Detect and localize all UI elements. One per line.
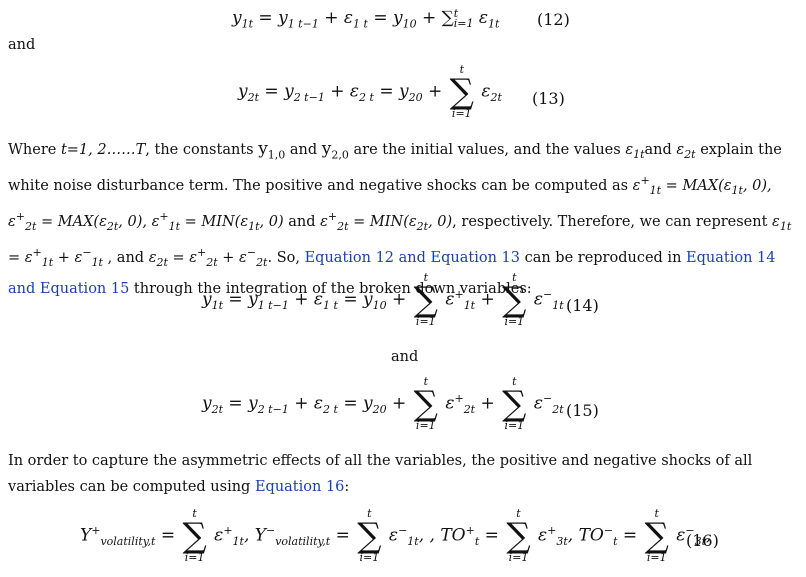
equation-number-14: (14) — [566, 296, 599, 315]
equation-number-16: (16) — [686, 531, 719, 550]
equation-13: y2t = y2 t−1 + ε2 t = y20 + t∑i=1 ε2t — [238, 63, 502, 120]
equation-number-13: (13) — [532, 89, 565, 108]
connector-and-2: and — [391, 349, 419, 365]
paragraph-shocks: Where t=1, 2……T, the constants y1,0 and … — [8, 139, 792, 297]
link-equation-12-13[interactable]: Equation 12 and Equation 13 — [304, 249, 520, 266]
equation-16: Y+volatility,t = t∑i=1 ε+1t, Y−volatilit… — [80, 507, 712, 564]
equation-15: y2t = y2 t−1 + ε2 t = y20 + t∑i=1 ε+2t +… — [202, 375, 564, 432]
equation-14: y1t = y1 t−1 + ε1 t = y10 + t∑i=1 ε+1t +… — [202, 271, 564, 328]
equation-number-15: (15) — [566, 401, 599, 420]
link-equation-16[interactable]: Equation 16 — [254, 479, 345, 495]
connector-and-1: and — [8, 37, 36, 53]
paragraph-asymmetric: In order to capture the asymmetric effec… — [8, 453, 753, 495]
equation-number-12: (12) — [537, 10, 570, 29]
link-equation-14-15[interactable]: Equation 14 and Equation 15 — [8, 249, 776, 297]
